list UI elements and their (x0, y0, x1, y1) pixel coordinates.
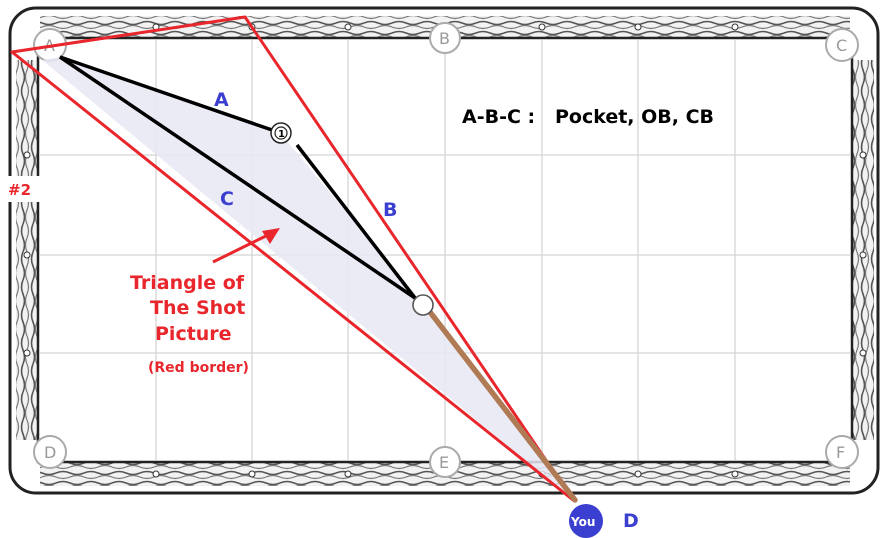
annotation-arrow (212, 228, 280, 264)
pocket-d: D (33, 435, 67, 469)
line-b (295, 143, 417, 300)
label-point-d: D (623, 510, 639, 532)
svg-text:The Shot: The Shot (150, 297, 245, 319)
pocket-f: F (825, 435, 859, 469)
left-rail (16, 60, 38, 440)
cue-ball (412, 294, 434, 316)
side-tag: #2 (6, 176, 40, 202)
svg-text:You: You (570, 515, 595, 529)
svg-text:F: F (836, 443, 845, 462)
pocket-c: C (825, 28, 859, 62)
svg-text:B: B (439, 29, 450, 48)
svg-text:#2: #2 (8, 181, 31, 199)
svg-text:D: D (44, 443, 56, 462)
annotation-text: Triangle of The Shot Picture (Red border… (130, 272, 249, 376)
player-marker: You (569, 504, 603, 538)
shot-triangle-border (10, 15, 575, 502)
label-line-b: B (383, 199, 397, 221)
table-rails (8, 6, 880, 495)
line-c (59, 55, 416, 300)
svg-text:Picture: Picture (155, 323, 232, 345)
svg-text:C: C (836, 36, 847, 55)
label-line-c: C (220, 188, 234, 210)
line-a (59, 55, 273, 132)
cue-stick (427, 309, 578, 503)
right-rail (852, 60, 874, 440)
svg-text:(Red border): (Red border) (148, 360, 249, 376)
object-ball: 1 (270, 122, 292, 144)
svg-text:1: 1 (278, 129, 285, 140)
svg-text:Triangle of: Triangle of (130, 272, 245, 294)
legend-text: A-B-C : Pocket, OB, CB (462, 106, 714, 128)
svg-text:E: E (439, 453, 449, 472)
pocket-b: B (429, 22, 461, 54)
shot-triangle-fill (42, 57, 573, 500)
label-line-a: A (214, 89, 229, 111)
pocket-e: E (429, 446, 461, 478)
